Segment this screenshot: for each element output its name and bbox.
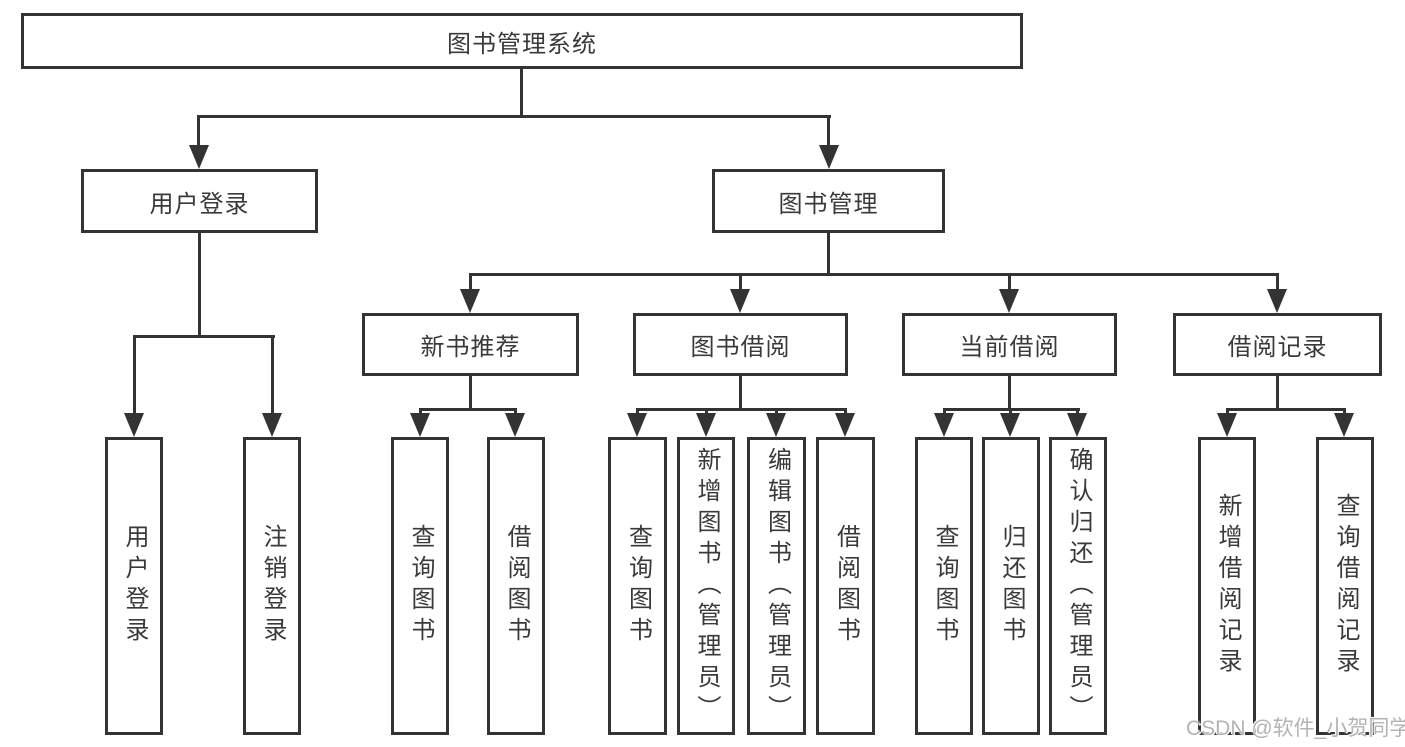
arrow-down-icon bbox=[1067, 413, 1087, 437]
node-label: 确认归还（管理员） bbox=[1065, 446, 1092, 726]
arrow-down-icon bbox=[189, 145, 209, 169]
connector-book-mgmt-drop bbox=[827, 115, 830, 150]
node-current-borrowing: 当前借阅 bbox=[902, 313, 1117, 376]
connector-book-mgmt-stem bbox=[827, 233, 830, 275]
csdn-watermark: CSDN @软件_小贺同学 bbox=[1186, 717, 1405, 740]
connector-records-stem bbox=[1276, 376, 1279, 410]
node-label: 归还图书 bbox=[998, 524, 1025, 648]
node-library-system: 图书管理系统 bbox=[21, 13, 1023, 69]
node-label: 用户登录 bbox=[121, 524, 148, 648]
leaf-query-books-recommend: 查询图书 bbox=[391, 437, 449, 735]
arrow-down-icon bbox=[696, 413, 716, 437]
connector-current-stem bbox=[1008, 376, 1011, 410]
leaf-borrow-books-recommend: 借阅图书 bbox=[487, 437, 545, 735]
arrow-down-icon bbox=[1267, 289, 1287, 313]
arrow-down-icon bbox=[819, 145, 839, 169]
arrow-down-icon bbox=[460, 289, 480, 313]
leaf-query-borrow-record: 查询借阅记录 bbox=[1316, 437, 1374, 735]
connector-level3-drop bbox=[1008, 273, 1011, 295]
node-label: 注销登录 bbox=[259, 524, 286, 648]
node-label: 图书管理系统 bbox=[447, 30, 597, 58]
arrow-down-icon bbox=[835, 413, 855, 437]
leaf-query-books-borrowing: 查询图书 bbox=[608, 437, 667, 735]
leaf-return-books: 归还图书 bbox=[982, 437, 1040, 735]
node-label: 用户登录 bbox=[149, 190, 250, 218]
connector-records-branch bbox=[1226, 408, 1346, 411]
connector-root-stem bbox=[520, 69, 523, 117]
node-book-management: 图书管理 bbox=[712, 169, 945, 233]
node-label: 借阅记录 bbox=[1227, 334, 1328, 361]
arrow-down-icon bbox=[1217, 413, 1237, 437]
arrow-down-icon bbox=[1334, 413, 1354, 437]
connector-leaf-drop bbox=[133, 335, 136, 417]
arrow-down-icon bbox=[730, 289, 750, 313]
arrow-down-icon bbox=[262, 413, 282, 437]
arrow-down-icon bbox=[999, 289, 1019, 313]
node-label: 借阅图书 bbox=[832, 524, 860, 648]
connector-level3-drop bbox=[739, 273, 742, 295]
connector-recommend-branch bbox=[419, 408, 517, 411]
node-label: 借阅图书 bbox=[503, 524, 530, 648]
connector-borrowing-branch bbox=[636, 408, 846, 411]
leaf-logout: 注销登录 bbox=[243, 437, 301, 735]
connector-level3-drop bbox=[1276, 273, 1279, 295]
leaf-query-books-current: 查询图书 bbox=[915, 437, 973, 735]
node-label: 查询图书 bbox=[624, 524, 652, 648]
arrow-down-icon bbox=[410, 413, 430, 437]
node-label: 查询借阅记录 bbox=[1332, 493, 1359, 679]
node-label: 图书借阅 bbox=[690, 334, 791, 361]
node-user-login: 用户登录 bbox=[81, 169, 318, 233]
arrow-down-icon bbox=[627, 413, 647, 437]
node-label: 新增图书（管理员） bbox=[693, 446, 720, 726]
connector-leaf-drop bbox=[271, 335, 274, 417]
leaf-confirm-return-admin: 确认归还（管理员） bbox=[1049, 437, 1107, 735]
leaf-borrow-books-borrowing: 借阅图书 bbox=[816, 437, 875, 735]
connector-borrowing-stem bbox=[739, 376, 742, 410]
node-label: 编辑图书（管理员） bbox=[763, 446, 791, 726]
arrow-down-icon bbox=[505, 413, 525, 437]
connector-root-branch bbox=[197, 115, 831, 118]
arrow-down-icon bbox=[1000, 413, 1020, 437]
connector-user-login-stem bbox=[198, 233, 201, 337]
leaf-edit-books-admin: 编辑图书（管理员） bbox=[747, 437, 806, 735]
node-book-borrowing: 图书借阅 bbox=[633, 313, 848, 376]
node-label: 当前借阅 bbox=[959, 334, 1060, 361]
node-label: 图书管理 bbox=[778, 190, 879, 218]
leaf-add-borrow-record: 新增借阅记录 bbox=[1198, 437, 1256, 735]
leaf-add-books-admin: 新增图书（管理员） bbox=[677, 437, 735, 735]
connector-user-login-branch bbox=[133, 335, 275, 338]
node-label: 查询图书 bbox=[407, 524, 434, 648]
leaf-user-login: 用户登录 bbox=[105, 437, 163, 735]
connector-user-login-drop bbox=[197, 115, 200, 150]
connector-book-mgmt-branch bbox=[469, 273, 1279, 276]
connector-level3-drop bbox=[469, 273, 472, 295]
arrow-down-icon bbox=[934, 413, 954, 437]
node-borrowing-records: 借阅记录 bbox=[1173, 313, 1382, 376]
node-label: 新书推荐 bbox=[420, 334, 521, 361]
node-new-book-recommendation: 新书推荐 bbox=[362, 313, 579, 376]
arrow-down-icon bbox=[766, 413, 786, 437]
node-label: 查询图书 bbox=[931, 524, 958, 648]
connector-recommend-stem bbox=[469, 376, 472, 410]
node-label: 新增借阅记录 bbox=[1214, 493, 1241, 679]
arrow-down-icon bbox=[124, 413, 144, 437]
